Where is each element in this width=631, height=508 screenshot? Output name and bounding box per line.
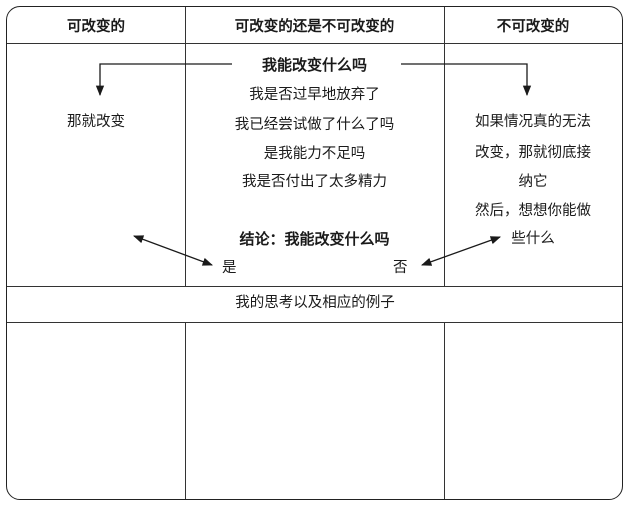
column-divider-left-lower	[185, 322, 186, 499]
column-divider-left-upper	[185, 7, 186, 286]
answer-no: 否	[393, 260, 408, 276]
center-line-4: 我是否付出了太多精力	[242, 174, 387, 190]
center-line-3: 是我能力不足吗	[263, 146, 366, 162]
arrow-to-change	[95, 63, 232, 97]
right-line-2: 改变，那就彻底接	[475, 145, 591, 161]
arrow-no-to-accept	[421, 236, 501, 266]
header-changeable: 可改变的	[67, 19, 125, 35]
center-conclusion: 结论：我能改变什么吗	[239, 230, 390, 248]
right-line-1: 如果情况真的无法	[475, 114, 591, 130]
header-divider	[7, 43, 622, 44]
column-divider-right-lower	[444, 322, 445, 499]
section-divider-top	[7, 286, 622, 287]
section-title: 我的思考以及相应的例子	[235, 295, 395, 311]
arrow-to-accept	[401, 63, 532, 97]
center-line-1: 我是否过早地放弃了	[249, 87, 380, 103]
arrow-yes-to-change	[133, 235, 213, 266]
section-divider-bottom	[7, 322, 622, 323]
right-line-5: 些什么	[511, 231, 555, 247]
header-changeable-or-not: 可改变的还是不可改变的	[234, 19, 395, 35]
column-divider-right-upper	[444, 7, 445, 286]
right-line-4: 然后，想想你能做	[475, 203, 591, 219]
right-line-3: 纳它	[518, 174, 548, 190]
center-line-2: 我已经尝试做了什么了吗	[234, 117, 395, 133]
header-unchangeable: 不可改变的	[496, 19, 570, 35]
diagram-frame	[6, 6, 623, 500]
center-question: 我能改变什么吗	[261, 56, 367, 74]
left-action: 那就改变	[67, 114, 125, 130]
answer-yes: 是	[222, 260, 237, 276]
